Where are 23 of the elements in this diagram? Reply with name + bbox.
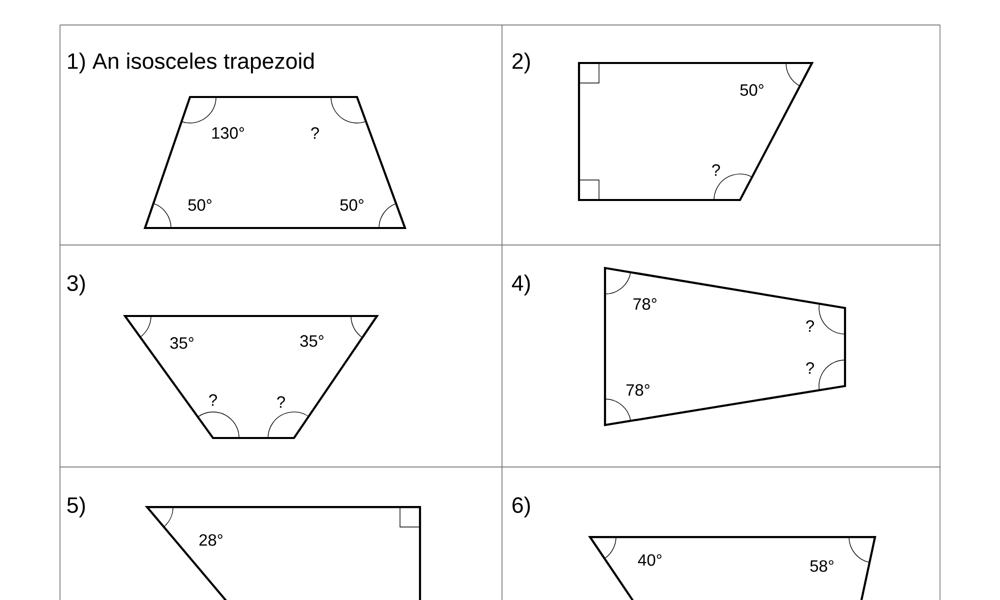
problem-label: 1) An isosceles trapezoid	[68, 52, 314, 74]
angle-label: 28°	[199, 534, 222, 546]
problem-label: 3)	[67, 274, 85, 296]
angle-label: 130°	[212, 127, 244, 139]
problem-label: 6)	[512, 496, 530, 518]
angle-label: ?	[311, 127, 319, 139]
angle-label: 40°	[638, 554, 662, 566]
angle-label: 78°	[626, 384, 650, 396]
angle-label: 50°	[188, 199, 212, 211]
problem-label: 2)	[512, 52, 530, 74]
problem-label: 4)	[512, 274, 530, 296]
angle-label: 35°	[170, 337, 194, 349]
angle-label: 50°	[340, 199, 364, 211]
angle-label: 78°	[633, 298, 656, 310]
angle-label: ?	[209, 394, 217, 406]
angle-label: ?	[806, 320, 814, 332]
angle-label: ?	[277, 396, 285, 408]
angle-label: 35°	[300, 335, 324, 347]
problem-label: 5)	[67, 496, 85, 518]
angle-label: ?	[712, 164, 720, 176]
angle-label: ?	[806, 362, 814, 374]
angle-label: 50°	[740, 84, 764, 96]
angle-label: 58°	[810, 560, 834, 572]
